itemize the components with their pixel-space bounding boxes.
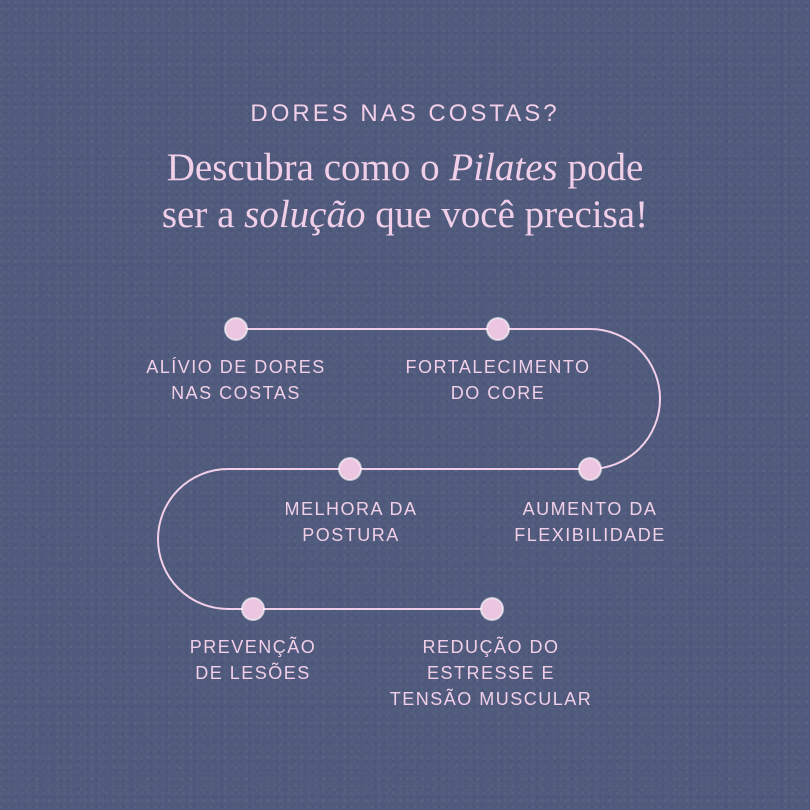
timeline-node-6 [480, 597, 504, 621]
headline-text: que você precisa! [365, 193, 649, 236]
headline-text: pode [557, 146, 644, 189]
headline-text: ser a [161, 193, 245, 236]
step-label-6: REDUÇÃO DO ESTRESSE E TENSÃO MUSCULAR [389, 637, 593, 709]
step-label-3: AUMENTO DA FLEXIBILIDADE [514, 499, 666, 545]
headline-line-2: ser a solução que você precisa! [0, 191, 810, 238]
headline-line-1: Descubra como o Pilates pode [0, 144, 810, 191]
headline: Descubra como o Pilates pode ser a soluç… [0, 144, 810, 238]
step-label-2: FORTALECIMENTO DO CORE [405, 357, 591, 403]
timeline-path [157, 328, 661, 610]
step-label-4: MELHORA DA POSTURA [284, 499, 418, 545]
headline-text: Descubra como o [166, 146, 450, 189]
kicker-heading: DORES NAS COSTAS? [250, 100, 560, 127]
timeline-node-2 [486, 317, 510, 341]
timeline-node-3 [578, 457, 602, 481]
step-label-1: ALÍVIO DE DORES NAS COSTAS [146, 357, 326, 403]
headline-emphasis-pilates: Pilates [449, 146, 558, 189]
headline-emphasis-solucao: solução [244, 193, 366, 236]
step-label-5: PREVENÇÃO DE LESÕES [189, 637, 317, 683]
timeline-node-1 [224, 317, 248, 341]
timeline-node-5 [241, 597, 265, 621]
timeline-node-4 [338, 457, 362, 481]
